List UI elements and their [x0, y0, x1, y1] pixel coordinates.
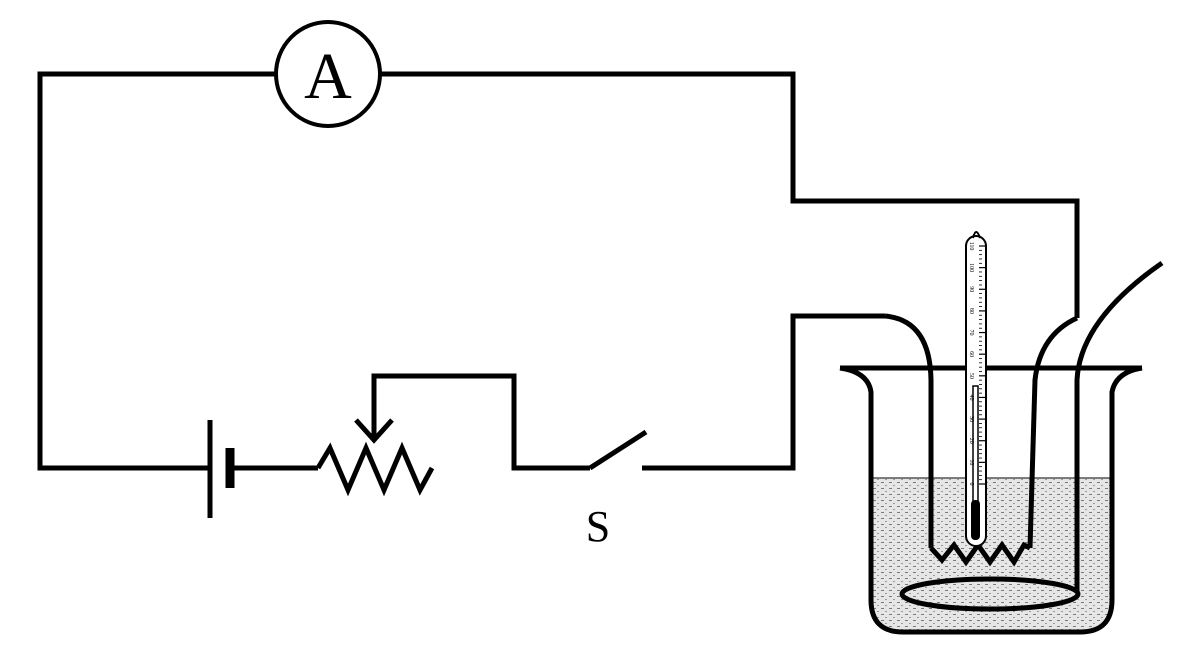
- thermometer-mercury-column: [972, 385, 979, 507]
- ammeter-circle: [274, 20, 382, 128]
- thermometer-scale-label: 20: [968, 438, 974, 444]
- battery: [207, 420, 235, 518]
- thermometer-scale-label: 70: [968, 330, 974, 336]
- thermometer-scale-label: 80: [968, 308, 974, 314]
- thermometer-scale-label: 60: [968, 351, 974, 357]
- thermometer-bulb: [971, 500, 980, 540]
- switch-label: S: [586, 502, 610, 551]
- thermometer-scale-label: 90: [968, 286, 974, 292]
- heating-element: [884, 313, 1079, 567]
- ammeter: A: [274, 20, 382, 128]
- coil-lead-left: [884, 313, 934, 548]
- ammeter-label: A: [304, 40, 352, 113]
- thermometer-scale-label: 0: [968, 483, 974, 486]
- rheostat-arrow-head: [354, 418, 394, 444]
- thermometer-top-cap: [972, 231, 981, 239]
- thermometer-scale-label: 50: [968, 373, 974, 379]
- rheostat-zigzag: [315, 441, 435, 497]
- heating-coil: [929, 540, 1032, 567]
- wire-top-left: [37, 71, 276, 471]
- beaker: [839, 365, 1143, 635]
- thermometer-scale-label: 10: [968, 459, 974, 465]
- wire-switch-to-beaker: [642, 313, 885, 471]
- rheostat: [315, 418, 435, 497]
- thermometer-scale-label: 30: [968, 416, 974, 422]
- wire-rheostat-slider: [371, 373, 590, 471]
- switch: S: [586, 429, 648, 551]
- switch-lever: [588, 429, 648, 471]
- beaker-outline: [839, 365, 1143, 635]
- stirrer: [899, 260, 1164, 612]
- thermometer-ticks: [979, 245, 985, 485]
- beaker-liquid: [871, 478, 1112, 632]
- circuit-wires: [37, 71, 1080, 471]
- wire-top-right: [380, 71, 1080, 318]
- thermometer-scale-label: 110: [968, 242, 974, 251]
- stirrer-rod: [1074, 260, 1164, 592]
- stirrer-ring: [899, 576, 1081, 612]
- coil-lead-right: [1027, 315, 1079, 549]
- thermometer-scale-label: 40: [968, 394, 974, 400]
- thermometer-scale-label: 100: [968, 263, 974, 272]
